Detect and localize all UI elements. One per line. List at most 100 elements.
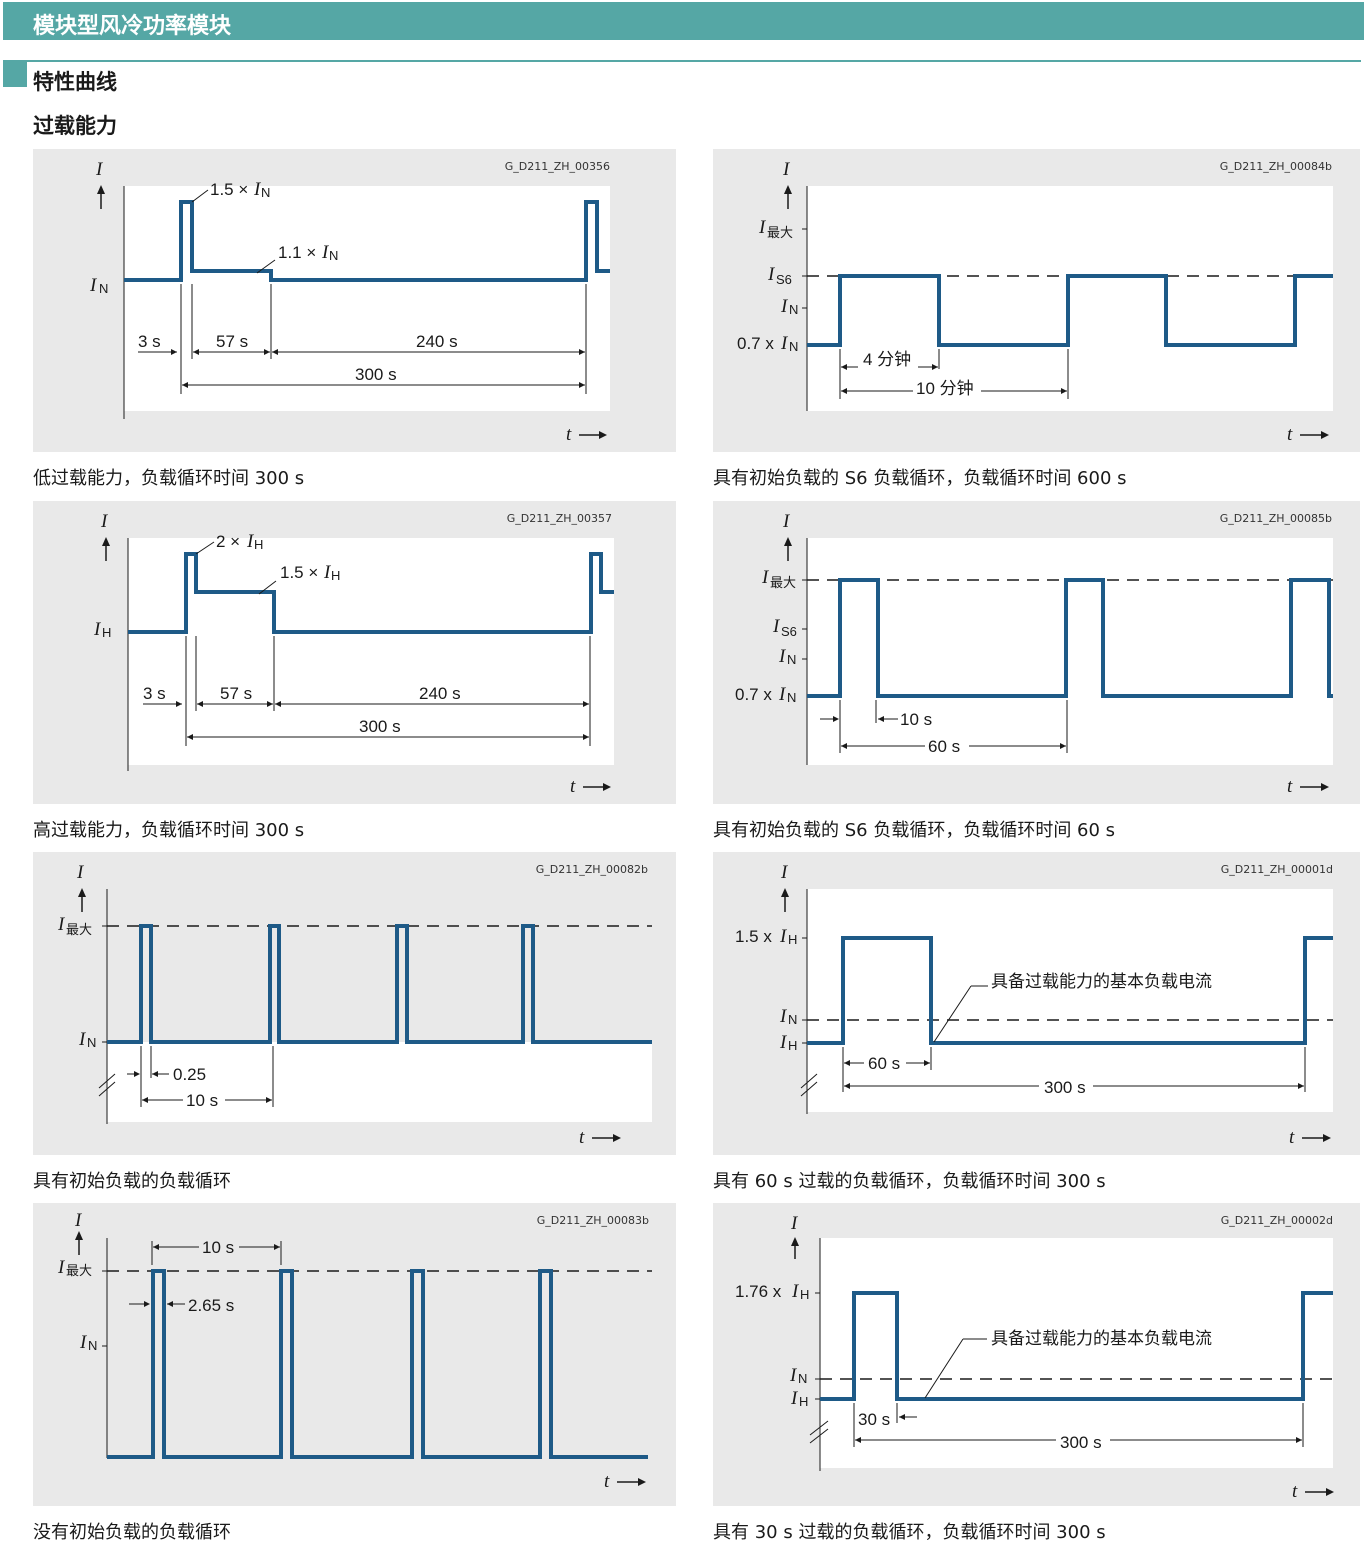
svg-text:最大: 最大 <box>66 1263 92 1278</box>
svg-text:I: I <box>79 1332 88 1353</box>
svg-text:I: I <box>779 1032 788 1053</box>
svg-text:1.5 x: 1.5 x <box>735 927 772 946</box>
svg-text:57 s: 57 s <box>216 332 248 351</box>
svg-text:60 s: 60 s <box>868 1054 900 1073</box>
svg-text:I: I <box>772 616 781 637</box>
svg-text:t: t <box>566 424 572 445</box>
chart-caption-7: 没有初始负载的负载循环 <box>33 1522 231 1543</box>
svg-text:I: I <box>780 862 789 883</box>
svg-text:I: I <box>76 862 85 883</box>
svg-text:H: H <box>102 625 111 640</box>
svg-text:3 s: 3 s <box>138 332 161 351</box>
svg-text:1.1 ×: 1.1 × <box>278 243 316 262</box>
svg-text:I: I <box>246 531 255 552</box>
svg-text:最大: 最大 <box>66 922 92 937</box>
svg-text:最大: 最大 <box>767 225 793 240</box>
svg-text:I: I <box>93 619 102 640</box>
svg-text:S6: S6 <box>776 272 792 287</box>
svg-text:300 s: 300 s <box>1044 1078 1086 1097</box>
svg-text:t: t <box>1292 1481 1298 1502</box>
svg-text:300 s: 300 s <box>355 365 397 384</box>
svg-text:I: I <box>778 646 787 667</box>
svg-text:I: I <box>790 1388 799 1409</box>
svg-text:240 s: 240 s <box>419 684 461 703</box>
svg-text:2 ×: 2 × <box>216 532 240 551</box>
figure-code: G_D211_ZH_00356 <box>505 160 610 173</box>
chart-caption-6: 具有 60 s 过载的负载循环，负载循环时间 300 s <box>713 1171 1106 1192</box>
svg-text:10 s: 10 s <box>900 710 932 729</box>
svg-text:具备过载能力的基本负载电流: 具备过载能力的基本负载电流 <box>991 1329 1212 1348</box>
svg-text:1.76 x: 1.76 x <box>735 1282 782 1301</box>
svg-text:I: I <box>779 926 788 947</box>
svg-text:240 s: 240 s <box>416 332 458 351</box>
svg-text:H: H <box>254 537 263 552</box>
svg-text:0.25: 0.25 <box>173 1065 206 1084</box>
svg-text:I: I <box>321 242 330 263</box>
section-rule <box>3 60 1361 62</box>
header-bar: 模块型风冷功率模块 <box>3 2 1364 40</box>
svg-text:H: H <box>331 568 340 583</box>
svg-text:G_D211_ZH_00002d: G_D211_ZH_00002d <box>1221 1214 1333 1227</box>
svg-text:H: H <box>799 1394 808 1409</box>
svg-text:G_D211_ZH_00001d: G_D211_ZH_00001d <box>1221 863 1333 876</box>
svg-text:I: I <box>790 1213 799 1234</box>
svg-text:N: N <box>798 1371 807 1386</box>
chart-caption-2: 具有初始负载的 S6 负载循环，负载循环时间 600 s <box>713 468 1127 489</box>
svg-text:4 分钟: 4 分钟 <box>863 350 911 369</box>
svg-text:60 s: 60 s <box>928 737 960 756</box>
svg-text:N: N <box>87 1035 96 1050</box>
svg-text:1.5 ×: 1.5 × <box>280 563 318 582</box>
svg-text:N: N <box>788 1012 797 1027</box>
svg-text:1.5 ×: 1.5 × <box>210 180 248 199</box>
svg-text:N: N <box>261 185 270 200</box>
svg-text:I: I <box>761 567 770 588</box>
svg-text:I: I <box>57 914 66 935</box>
svg-text:300 s: 300 s <box>1060 1433 1102 1452</box>
svg-text:I: I <box>100 511 109 532</box>
svg-text:10 分钟: 10 分钟 <box>916 379 974 398</box>
svg-text:H: H <box>800 1287 809 1302</box>
svg-text:I: I <box>780 296 789 317</box>
svg-text:N: N <box>88 1338 97 1353</box>
svg-text:2.65 s: 2.65 s <box>188 1296 234 1315</box>
svg-text:30 s: 30 s <box>858 1410 890 1429</box>
svg-text:G_D211_ZH_00084b: G_D211_ZH_00084b <box>1220 160 1332 173</box>
svg-text:最大: 最大 <box>770 575 796 590</box>
svg-text:0.7 x: 0.7 x <box>737 334 774 353</box>
chart-caption-8: 具有 30 s 过载的负载循环，负载循环时间 300 s <box>713 1522 1106 1543</box>
chart-caption-5: 具有初始负载的负载循环 <box>33 1171 231 1192</box>
svg-text:I: I <box>778 684 787 705</box>
section-title: 特性曲线 <box>33 70 117 94</box>
svg-text:I: I <box>89 275 98 296</box>
svg-text:I: I <box>782 511 791 532</box>
svg-text:G_D211_ZH_00083b: G_D211_ZH_00083b <box>537 1214 649 1227</box>
svg-text:I: I <box>74 1210 83 1231</box>
svg-text:N: N <box>789 302 798 317</box>
svg-text:57 s: 57 s <box>220 684 252 703</box>
svg-text:G_D211_ZH_00085b: G_D211_ZH_00085b <box>1220 512 1332 525</box>
svg-text:300 s: 300 s <box>359 717 401 736</box>
svg-text:I: I <box>57 1257 66 1278</box>
svg-text:0.7 x: 0.7 x <box>735 685 772 704</box>
svg-text:I: I <box>78 1029 87 1050</box>
svg-text:t: t <box>579 1127 585 1148</box>
svg-text:N: N <box>99 281 108 296</box>
svg-text:I: I <box>779 1006 788 1027</box>
chart-caption-4: 具有初始负载的 S6 负载循环，负载循环时间 60 s <box>713 820 1116 841</box>
svg-text:t: t <box>604 1471 610 1492</box>
svg-text:3 s: 3 s <box>143 684 166 703</box>
svg-text:N: N <box>329 248 338 263</box>
svg-text:I: I <box>780 333 789 354</box>
svg-text:t: t <box>570 776 576 797</box>
svg-text:S6: S6 <box>781 624 797 639</box>
svg-text:t: t <box>1287 776 1293 797</box>
chart-caption-3: 高过载能力，负载循环时间 300 s <box>33 820 305 841</box>
svg-text:I: I <box>791 1281 800 1302</box>
